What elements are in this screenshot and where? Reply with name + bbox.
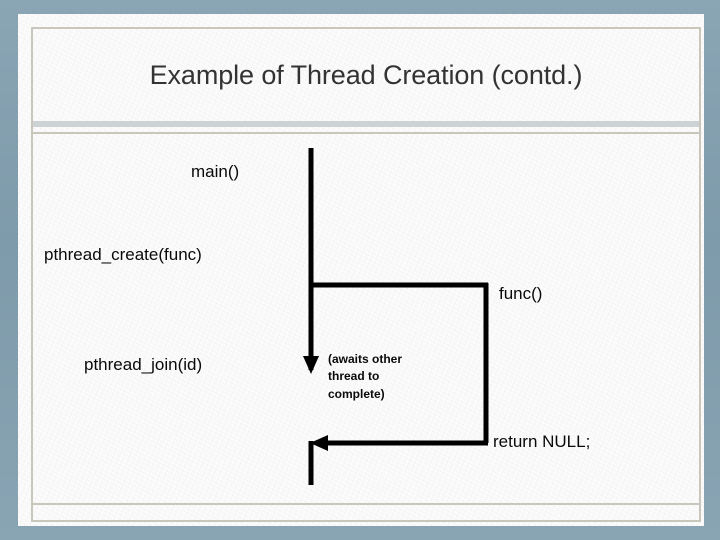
label-pthread-join: pthread_join(id) (84, 355, 203, 374)
content-frame-left-rule (31, 27, 33, 522)
label-awaits-note: (awaits other thread to complete) (328, 352, 403, 401)
main-thread-down-arrow-icon (303, 356, 319, 374)
content-frame-right-rule (699, 27, 701, 522)
join-return-left-arrow-icon (310, 435, 328, 451)
label-func: func() (499, 284, 543, 303)
slide-page: Example of Thread Creation (contd.) main… (18, 14, 704, 526)
content-frame-bottom-rule (31, 503, 701, 505)
footer-rule (31, 520, 701, 522)
label-return-null: return NULL; (493, 432, 591, 451)
label-main-function: main() (191, 162, 240, 181)
label-pthread-create: pthread_create(func) (44, 245, 202, 264)
page-title: Example of Thread Creation (contd.) (149, 60, 583, 90)
title-divider-rule (31, 121, 701, 127)
